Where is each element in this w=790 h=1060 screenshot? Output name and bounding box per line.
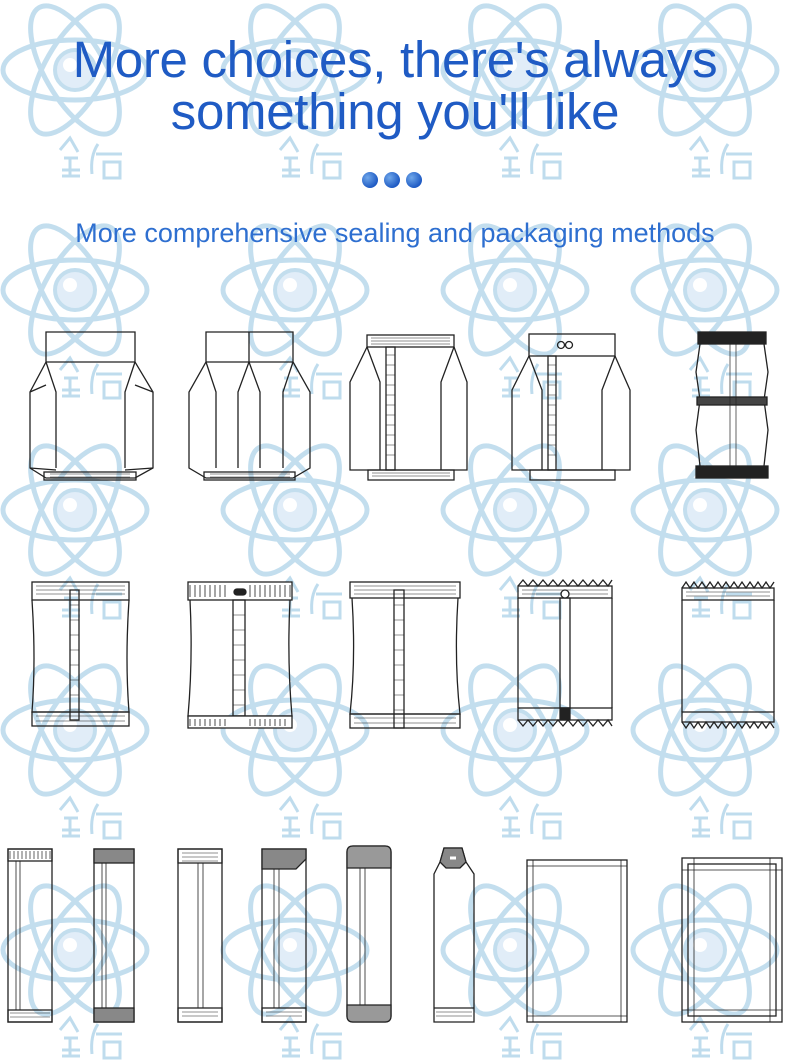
stamp-watermark-icon bbox=[498, 795, 562, 840]
hanging-pillow-bag-icon bbox=[187, 581, 293, 729]
four-side-seal-sachet-icon bbox=[681, 857, 783, 1023]
stand-up-side-gusset-bag-icon bbox=[695, 331, 769, 479]
atom-watermark-icon bbox=[630, 663, 780, 797]
pager-dot bbox=[362, 172, 378, 188]
stamp-watermark-icon bbox=[498, 1015, 562, 1060]
atom-watermark-icon bbox=[440, 3, 590, 137]
headline-line-1: More choices, there's always bbox=[72, 31, 718, 88]
double-gusset-bag-icon bbox=[188, 331, 311, 481]
stamp-watermark-icon bbox=[688, 1015, 752, 1060]
subheadline: More comprehensive sealing and packaging… bbox=[75, 218, 715, 248]
pager-dots bbox=[362, 172, 422, 188]
stamp-watermark-icon bbox=[278, 355, 342, 400]
pager-dot bbox=[384, 172, 400, 188]
headline: More choices, there's always something y… bbox=[0, 34, 790, 138]
atom-watermark-icon bbox=[630, 443, 780, 577]
pager-dot bbox=[406, 172, 422, 188]
pillow-bag-icon bbox=[31, 581, 130, 727]
flat-sachet-icon bbox=[526, 859, 628, 1023]
stamp-watermark-icon bbox=[278, 1015, 342, 1060]
three-side-seal-bag-icon bbox=[681, 580, 775, 730]
stamp-watermark-icon bbox=[688, 575, 752, 620]
headline-line-2: something you'll like bbox=[170, 83, 620, 140]
rounded-stick-pack-icon bbox=[346, 845, 392, 1023]
atom-watermark-icon bbox=[0, 663, 150, 797]
stamp-watermark-icon bbox=[688, 135, 752, 180]
stamp-watermark-icon bbox=[688, 795, 752, 840]
valve-back-seal-gusset-bag-icon bbox=[511, 333, 631, 481]
atom-watermark-icon bbox=[440, 883, 590, 1017]
spout-shaped-sachet-icon bbox=[433, 847, 475, 1023]
stick-pack-icon bbox=[93, 848, 135, 1023]
stamp-watermark-icon bbox=[498, 135, 562, 180]
atom-watermark-icon bbox=[630, 883, 780, 1017]
center-seal-pillow-bag-icon bbox=[349, 581, 461, 729]
stamp-watermark-icon bbox=[58, 135, 122, 180]
atom-watermark-icon bbox=[220, 3, 370, 137]
atom-watermark-icon bbox=[630, 3, 780, 137]
atom-watermark-icon bbox=[220, 883, 370, 1017]
stick-pack-icon bbox=[7, 848, 53, 1023]
stick-pack-icon bbox=[177, 848, 223, 1023]
atom-watermark-icon bbox=[440, 223, 590, 357]
atom-watermark-icon bbox=[630, 223, 780, 357]
stamp-watermark-icon bbox=[58, 355, 122, 400]
stamp-watermark-icon bbox=[278, 795, 342, 840]
quad-seal-gusset-bag-icon bbox=[29, 331, 154, 481]
stamp-watermark-icon bbox=[58, 1015, 122, 1060]
atom-watermark-icon bbox=[440, 443, 590, 577]
atom-watermark-icon bbox=[220, 223, 370, 357]
back-seal-gusset-bag-icon bbox=[349, 334, 468, 481]
stamp-watermark-icon bbox=[278, 135, 342, 180]
atom-watermark-icon bbox=[220, 443, 370, 577]
zigzag-seal-pillow-bag-icon bbox=[517, 578, 613, 728]
stamp-watermark-icon bbox=[498, 355, 562, 400]
atom-watermark-icon bbox=[0, 3, 150, 137]
atom-watermark-icon bbox=[0, 223, 150, 357]
angled-seal-stick-pack-icon bbox=[261, 848, 307, 1023]
stamp-watermark-icon bbox=[58, 795, 122, 840]
